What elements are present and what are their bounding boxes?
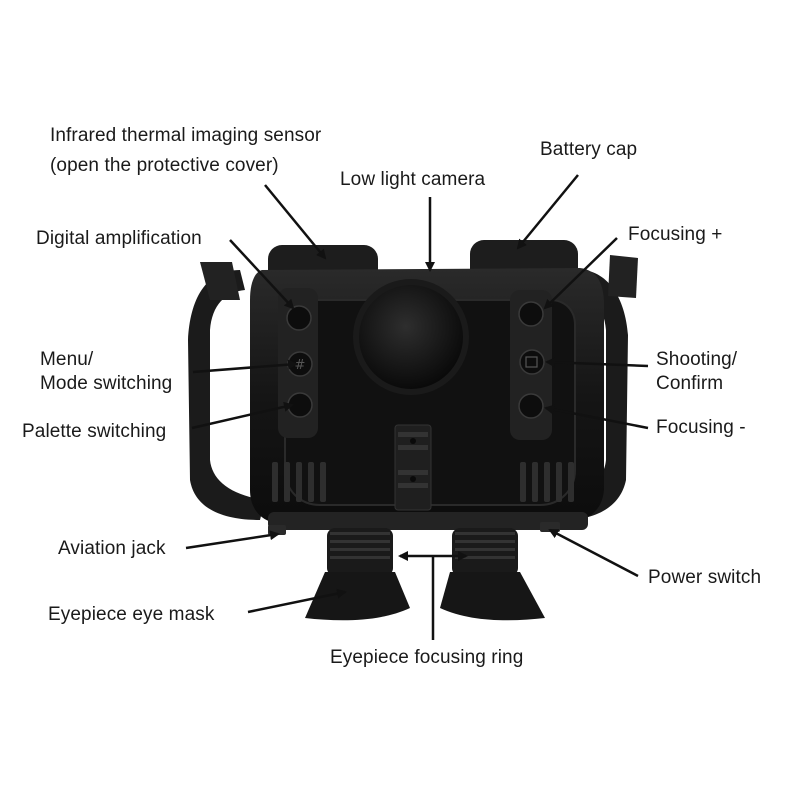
label-focusing-plus: Focusing + (628, 224, 723, 245)
menu-button-glyph: # (295, 358, 306, 373)
right-eyepiece (452, 528, 518, 576)
label-menu-mode-line1: Menu/ (40, 349, 94, 370)
arrow-focusing-plus (543, 237, 618, 310)
rail-screw-top (410, 438, 416, 444)
left-eye-mask[interactable] (305, 572, 410, 621)
shooting-confirm-button[interactable] (519, 349, 545, 375)
center-lens (359, 285, 463, 389)
left-grille (272, 462, 326, 502)
arrow-thermal-sensor (264, 184, 327, 260)
rail-screw-bottom (410, 476, 416, 482)
bottom-plate (268, 512, 588, 530)
accessory-rail (394, 424, 432, 511)
label-focusing-minus: Focusing - (656, 417, 746, 438)
right-strap-clip (608, 255, 638, 298)
label-battery-cap: Battery cap (540, 139, 638, 160)
arrow-eye-mask (247, 588, 347, 614)
shooting-button-glyph (525, 356, 538, 368)
label-palette-switching: Palette switching (22, 421, 167, 442)
label-low-light-camera: Low light camera (340, 169, 486, 190)
label-eyepiece-eye-mask: Eyepiece eye mask (48, 604, 215, 625)
label-digital-amplification: Digital amplification (36, 228, 202, 249)
arrow-aviation-jack (185, 530, 280, 550)
arrow-menu-mode (192, 359, 298, 374)
label-menu-mode-line2: Mode switching (40, 373, 173, 394)
focus-minus-button[interactable] (518, 393, 544, 419)
right-strap (552, 269, 628, 521)
label-shooting-confirm: Shooting/ Confirm (656, 348, 737, 396)
label-thermal-sensor-line2: (open the protective cover) (50, 155, 279, 176)
label-power-switch: Power switch (648, 567, 762, 588)
right-eye-mask[interactable] (440, 572, 545, 621)
arrow-palette-switching (191, 401, 294, 430)
label-aviation-jack: Aviation jack (58, 538, 166, 559)
left-strap-clip (200, 262, 240, 300)
arrow-power-switch (548, 528, 639, 578)
left-strap (188, 270, 265, 520)
arrow-battery-cap (516, 174, 579, 250)
right-grille (520, 462, 574, 502)
label-thermal-sensor: Infrared thermal imaging sensor (open th… (50, 124, 321, 178)
label-thermal-sensor-line1: Infrared thermal imaging sensor (50, 125, 322, 146)
label-menu-mode: Menu/ Mode switching (40, 348, 172, 396)
label-eyepiece-focusing-ring: Eyepiece focusing ring (330, 647, 524, 668)
arrow-shooting-confirm (545, 357, 649, 368)
digital-amplification-button[interactable] (286, 305, 312, 331)
arrow-focusing-minus (544, 404, 649, 430)
arrow-digital-amplification (229, 239, 295, 310)
callout-arrows (185, 174, 649, 640)
label-shooting-confirm-line2: Confirm (656, 373, 724, 394)
left-eyepiece (327, 528, 393, 576)
rail-ridges (398, 432, 428, 488)
focus-plus-button[interactable] (518, 301, 544, 327)
label-shooting-confirm-line1: Shooting/ (656, 349, 738, 370)
